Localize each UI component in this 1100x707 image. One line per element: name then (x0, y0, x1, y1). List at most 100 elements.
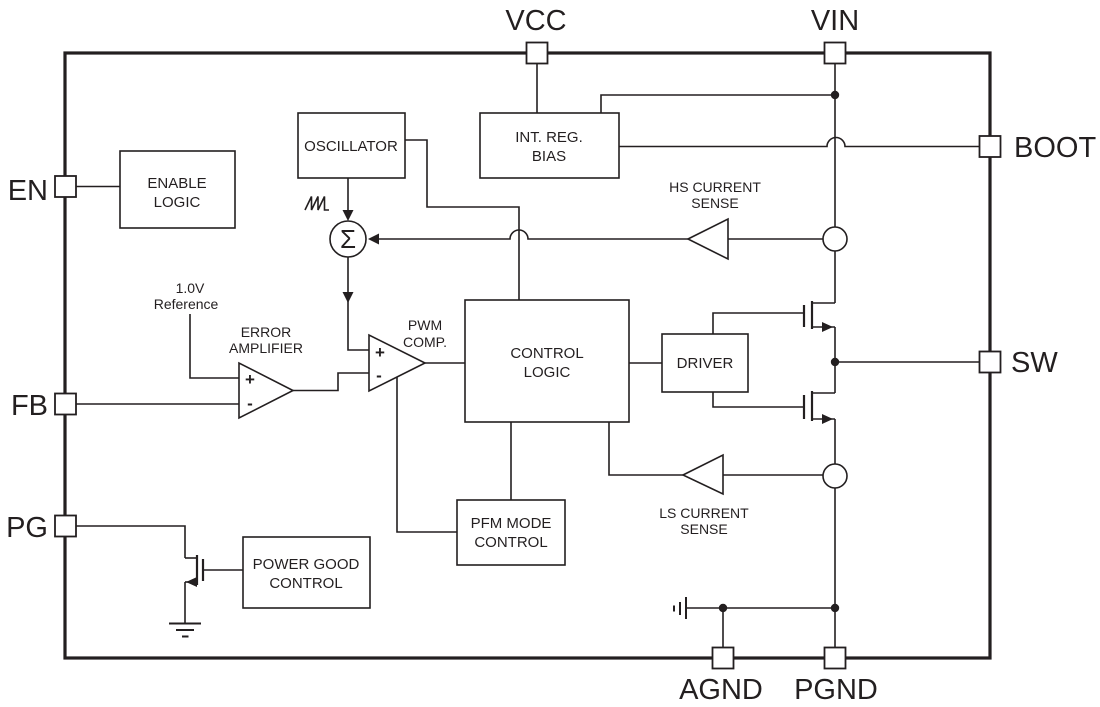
pwm-comp-plus-sign: + (375, 343, 385, 362)
pin-fb: FB (11, 390, 77, 422)
annotation-labels: HS CURRENT SENSE LS CURRENT SENSE 1.0V R… (154, 179, 762, 537)
summing-node-symbol: Σ (340, 224, 356, 254)
wire-hs-gate (712, 312, 804, 334)
pins: VCC VIN BOOT SW EN FB PG AGND (6, 5, 1096, 706)
pwm-comparator-label-2: COMP. (403, 334, 447, 350)
block-driver: DRIVER (661, 333, 749, 393)
ls-current-sense-amp (681, 453, 724, 496)
pin-en: EN (8, 175, 77, 207)
pwm-comp-minus-sign: - (376, 366, 382, 385)
oscillator-label: OSCILLATOR (304, 138, 398, 155)
pin-fb-pad (54, 392, 77, 416)
junction-sw (830, 357, 840, 367)
error-amplifier-label-1: ERROR (241, 324, 292, 340)
hs-current-sense-amp (686, 217, 729, 261)
block-oscillator: OSCILLATOR (297, 112, 406, 179)
wire-error-amp-out (293, 372, 369, 392)
pg-ground-symbol (169, 622, 201, 638)
arrow-osc-to-summer (342, 210, 354, 221)
error-amplifier-label-2: AMPLIFIER (229, 340, 303, 356)
pin-en-label: EN (8, 175, 48, 207)
power-good-control-label-2: CONTROL (269, 575, 342, 592)
hs-current-sense-label-2: SENSE (691, 195, 738, 211)
junction-vin-bias (830, 90, 840, 100)
driver-box (661, 333, 749, 393)
pin-boot-pad (978, 135, 1002, 158)
control-logic-box (464, 299, 630, 423)
block-pfm-mode-control: PFM MODE CONTROL (456, 499, 566, 566)
pwm-comparator-triangle (368, 333, 427, 393)
pwm-comparator-label-1: PWM (408, 317, 442, 333)
pin-pg-label: PG (6, 512, 48, 544)
pfm-mode-control-box (456, 499, 566, 566)
error-amp-minus-sign: - (247, 394, 253, 413)
ls-mosfet (802, 391, 835, 424)
enable-logic-label-2: LOGIC (154, 194, 201, 211)
oscillator-waveform-icon (304, 196, 329, 211)
junction-pgnd (830, 603, 840, 613)
pin-boot: BOOT (978, 132, 1096, 164)
control-logic-label-2: LOGIC (524, 364, 571, 381)
pin-agnd: AGND (679, 646, 763, 706)
pin-pg-pad (54, 514, 77, 538)
driver-label: DRIVER (677, 355, 734, 372)
pin-vin-label: VIN (811, 5, 859, 37)
error-amp-plus-sign: + (245, 370, 255, 389)
pin-boot-label: BOOT (1014, 132, 1096, 164)
power-good-control-label-1: POWER GOOD (253, 556, 360, 573)
pin-pgnd-pad (823, 646, 847, 670)
ls-current-sense-label-1: LS CURRENT (659, 505, 749, 521)
wire-summer-to-pwm (347, 257, 369, 351)
block-control-logic: CONTROL LOGIC (464, 299, 630, 423)
oscillator-box (297, 112, 406, 179)
pin-pg: PG (6, 512, 77, 544)
pfm-mode-control-label-2: CONTROL (474, 534, 547, 551)
arrow-summer-out (342, 292, 354, 303)
pin-vcc-label: VCC (505, 5, 566, 37)
ls-current-sense-label-2: SENSE (680, 521, 727, 537)
block-int-reg-bias: INT. REG. BIAS (479, 112, 620, 179)
int-reg-bias-label-2: BIAS (532, 148, 566, 165)
pin-sw-pad (978, 350, 1002, 374)
wire-pg (76, 525, 186, 558)
pin-en-pad (54, 175, 77, 198)
pin-vcc: VCC (505, 5, 567, 65)
pin-vcc-pad (525, 41, 549, 65)
power-good-control-box (242, 536, 371, 609)
pin-pgnd-label: PGND (794, 674, 878, 706)
block-enable-logic: ENABLE LOGIC (119, 150, 236, 229)
pfm-mode-control-label-1: PFM MODE (471, 515, 552, 532)
wire-oscillator-to-control (405, 139, 520, 300)
pin-agnd-pad (711, 646, 735, 670)
enable-logic-label-1: ENABLE (147, 175, 206, 192)
block-power-good-control: POWER GOOD CONTROL (242, 536, 371, 609)
pin-sw: SW (978, 347, 1058, 379)
junction-agnd (718, 603, 728, 613)
pin-pgnd: PGND (794, 646, 878, 706)
ls-mosfet-arrow (822, 414, 833, 424)
ls-current-sense-tap (822, 463, 848, 489)
pg-mosfet (184, 555, 205, 623)
pin-fb-label: FB (11, 390, 48, 422)
wire-pwm-to-pfm (396, 377, 457, 533)
pin-agnd-label: AGND (679, 674, 763, 706)
wire-boot (619, 136, 980, 148)
wire-control-to-ls-sense (608, 422, 683, 476)
reference-label-2: Reference (154, 296, 219, 312)
int-reg-bias-box (479, 112, 620, 179)
wire-ls-gate (712, 392, 804, 408)
wire-reference (189, 314, 239, 379)
arrow-into-summer (368, 233, 379, 245)
wires (76, 64, 980, 648)
wire-bias-to-vin (600, 94, 835, 113)
hs-mosfet (802, 301, 835, 332)
error-amplifier-triangle (238, 361, 295, 420)
enable-logic-box (119, 150, 236, 229)
reference-label-1: 1.0V (176, 280, 205, 296)
pin-vin: VIN (811, 5, 859, 65)
hs-current-sense-label-1: HS CURRENT (669, 179, 761, 195)
control-logic-label-1: CONTROL (510, 345, 583, 362)
pg-mosfet-arrow (186, 577, 197, 587)
